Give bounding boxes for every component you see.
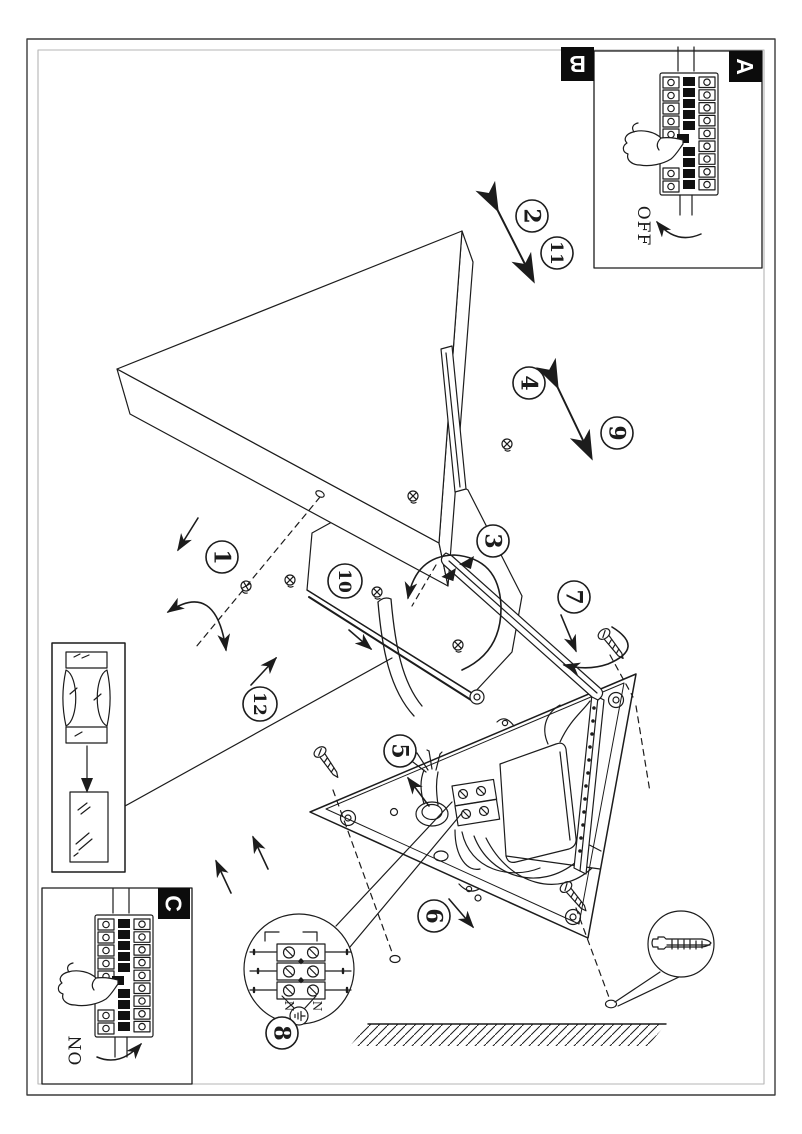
- guide-lines: [195, 496, 651, 1001]
- svg-text:4: 4: [515, 375, 541, 390]
- step-marker-7: 7: [557, 580, 591, 614]
- wall-hatch-icon: [350, 1023, 667, 1046]
- svg-text:10: 10: [334, 569, 354, 593]
- wall-hole-right: [604, 999, 618, 1009]
- wall-plug-icon: [651, 936, 712, 950]
- svg-text:1: 1: [208, 549, 234, 564]
- step-markers: 1 2 3 4 5 6 7 8 9 10 11 12: [205, 199, 634, 1050]
- svg-text:8: 8: [268, 1025, 294, 1040]
- step-marker-9: 9: [600, 416, 634, 450]
- svg-text:2: 2: [518, 208, 544, 223]
- section-label-b-box: B: [561, 47, 594, 81]
- wiring: [454, 700, 593, 885]
- section-label-b: B: [569, 51, 586, 77]
- triangular-shade: [116, 230, 474, 587]
- neutral-label-right: N: [310, 1001, 324, 1012]
- terminal-detail: N N: [243, 801, 463, 1026]
- svg-text:11: 11: [546, 241, 566, 265]
- section-label-c: C: [161, 895, 187, 912]
- on-label: ON: [66, 1035, 86, 1066]
- step-marker-12: 12: [242, 686, 278, 722]
- step-marker-10: 10: [327, 563, 363, 599]
- shade-screw-hole: [315, 490, 325, 498]
- terminal-junction: [451, 778, 501, 827]
- svg-text:7: 7: [560, 589, 586, 604]
- svg-text:9: 9: [603, 425, 629, 440]
- page-frame: [26, 38, 776, 1096]
- section-label-a: A: [732, 58, 758, 75]
- svg-text:5: 5: [386, 743, 412, 758]
- neutral-label-left: N: [282, 1001, 296, 1012]
- mains-cable-loop: [377, 597, 423, 717]
- led-strip: [573, 693, 605, 875]
- off-label: OFF: [633, 206, 653, 247]
- step-marker-4: 4: [512, 366, 546, 400]
- wall-plug-detail: [604, 910, 715, 1009]
- step-marker-8: 8: [265, 1016, 299, 1050]
- arrows: [166, 180, 629, 929]
- glass-detail-inset: [51, 642, 393, 873]
- breaker-inset-c: ON C: [41, 887, 193, 1085]
- step-marker-11: 11: [540, 236, 574, 270]
- step-marker-2: 2: [515, 199, 549, 233]
- shade-glass-slot: [440, 345, 467, 493]
- earth-icon: [294, 1010, 306, 1022]
- wall-hole-left: [389, 954, 401, 964]
- svg-text:6: 6: [420, 908, 446, 923]
- step-marker-3: 3: [476, 524, 510, 558]
- earth-terminal-circle: [289, 1006, 309, 1026]
- breaker-inset-a: OFF A: [593, 46, 763, 269]
- mounting-plate: [309, 673, 637, 939]
- svg-text:12: 12: [249, 692, 269, 716]
- step-marker-6: 6: [417, 899, 451, 933]
- step-marker-5: 5: [383, 734, 417, 768]
- step-marker-1: 1: [205, 540, 239, 574]
- svg-text:3: 3: [479, 533, 505, 548]
